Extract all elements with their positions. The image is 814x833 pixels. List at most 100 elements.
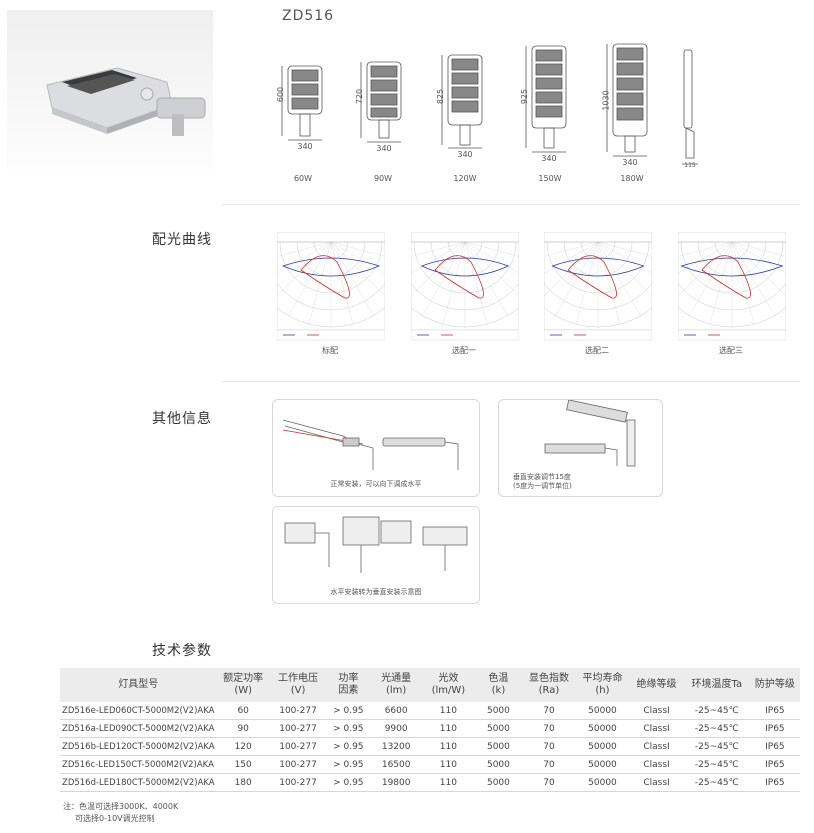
polar-chart-svg (512, 231, 684, 341)
spec-value-cell: 5000 (474, 737, 523, 756)
caption-180w: 180W (620, 174, 644, 183)
spec-value-cell: ClassI (629, 702, 684, 720)
spec-header-cell: 防护等级 (749, 668, 800, 702)
model-title: ZD516 (282, 8, 335, 24)
polar-chart-svg (379, 231, 551, 341)
width-label-60w: 340 (297, 142, 313, 151)
spec-value-cell: 110 (422, 719, 475, 738)
caption-150w: 150W (538, 174, 562, 183)
spec-header-cell: 工作电压(V) (269, 668, 327, 702)
polar-spoke (404, 241, 466, 303)
spec-value-cell: > 0.95 (326, 773, 371, 792)
width-label-120w: 340 (457, 150, 473, 159)
install-vertical-illustration (544, 399, 636, 467)
width-label-180w: 340 (622, 158, 638, 167)
height-label-180w: 1030 (601, 90, 611, 111)
product-photo (7, 10, 213, 170)
spec-value-cell: 6600 (370, 702, 423, 720)
divider-1 (222, 204, 800, 205)
caption-90w: 90W (373, 174, 393, 183)
spec-model-cell: ZD516a-LED090CT-5000M2(V2)AKA (60, 719, 217, 738)
spec-header-line: 环境温度Ta (691, 679, 743, 690)
width-label-90w: 340 (376, 144, 392, 153)
curve-caption-3: 选配二 (585, 346, 609, 355)
spec-header-cell: 功率因素 (326, 668, 371, 702)
spec-value-cell: 180 (216, 773, 270, 792)
spec-value-cell: IP65 (749, 737, 800, 756)
spec-value-cell: 5000 (474, 702, 523, 720)
spec-header-line: (V) (290, 685, 306, 696)
polar-curve-3 (512, 231, 684, 342)
spec-header-line: (Ra) (538, 685, 560, 696)
spec-value-cell: > 0.95 (326, 702, 371, 720)
spec-value-cell: -25~45℃ (683, 719, 750, 738)
spec-value-cell: 150 (216, 755, 270, 774)
install-normal-illustration (282, 419, 459, 470)
spec-value-cell: -25~45℃ (683, 773, 750, 792)
spec-value-cell: 70 (522, 755, 576, 774)
install-horizontal-illustration (284, 516, 468, 573)
side-view-svg (682, 49, 698, 165)
section-light-curve: 配光曲线 (152, 232, 212, 248)
spec-header-cell: 灯具型号 (60, 668, 217, 702)
spec-value-cell: 50000 (575, 702, 630, 720)
polar-spoke (421, 241, 466, 317)
dimension-drawings: 600 340 720 340 825 340 925 340 1030 340 (270, 40, 660, 190)
spec-value-cell: 70 (522, 773, 576, 792)
height-label-90w: 720 (355, 88, 365, 105)
spec-value-cell: 70 (522, 719, 576, 738)
polar-chart-svg (245, 231, 417, 341)
polar-spoke (537, 241, 599, 303)
polar-series-c90 (701, 255, 751, 299)
street-light-illustration (46, 67, 206, 136)
polar-spoke (597, 241, 659, 303)
polar-chart-svg (646, 231, 814, 341)
spec-value-cell: 90 (216, 719, 270, 738)
height-label-60w: 600 (276, 86, 286, 103)
polar-spoke (464, 241, 526, 303)
spec-header-cell: 光效(lm/W) (422, 668, 475, 702)
polar-spoke (270, 241, 332, 303)
note-line-1: 注：色温可选择3000K、4000K (63, 802, 179, 811)
spec-value-cell: 50000 (575, 773, 630, 792)
height-label-120w: 825 (436, 88, 446, 105)
spec-value-cell: 50000 (575, 737, 630, 756)
spec-value-cell: ClassI (629, 737, 684, 756)
polar-spoke (330, 241, 354, 326)
curve-caption-2: 选配一 (452, 346, 476, 355)
spec-header-line: 灯具型号 (118, 679, 159, 690)
spec-value-cell: 120 (216, 737, 270, 756)
note-line-2: 可选择0-10V调光控制 (75, 814, 155, 823)
spec-header-line: 功率 (338, 673, 359, 684)
spec-value-cell: ClassI (629, 755, 684, 774)
polar-curve-4 (646, 231, 814, 342)
spec-value-cell: ClassI (629, 773, 684, 792)
spec-header-line: (W) (234, 685, 253, 696)
side-view-width: 115 (684, 162, 696, 169)
spec-model-cell: ZD516b-LED120CT-5000M2(V2)AKA (60, 737, 217, 756)
polar-curve-1 (245, 231, 417, 342)
spec-header-line: 色温 (488, 673, 509, 684)
spec-header-cell: 平均寿命(h) (575, 668, 630, 702)
polar-spoke (330, 241, 375, 317)
install-horizontal-card: 水平安装转为垂直安装示意图 (272, 506, 480, 604)
spec-value-cell: 110 (422, 773, 475, 792)
install-vertical-caption-2: (5度为一调节单位) (513, 482, 572, 490)
spec-header-line: 绝缘等级 (636, 679, 677, 690)
height-label-150w: 925 (520, 88, 530, 105)
spec-value-cell: > 0.95 (326, 737, 371, 756)
polar-spoke (464, 241, 509, 317)
caption-120w: 120W (453, 174, 477, 183)
polar-series-c0 (680, 257, 784, 277)
spec-value-cell: 110 (422, 755, 475, 774)
spec-value-cell: 110 (422, 702, 475, 720)
spec-header-cell: 绝缘等级 (629, 668, 684, 702)
spec-header-cell: 环境温度Ta (683, 668, 750, 702)
caption-60w: 60W (293, 174, 313, 183)
spec-header-line: 防护等级 (754, 679, 795, 690)
spec-value-cell: 60 (216, 702, 270, 720)
